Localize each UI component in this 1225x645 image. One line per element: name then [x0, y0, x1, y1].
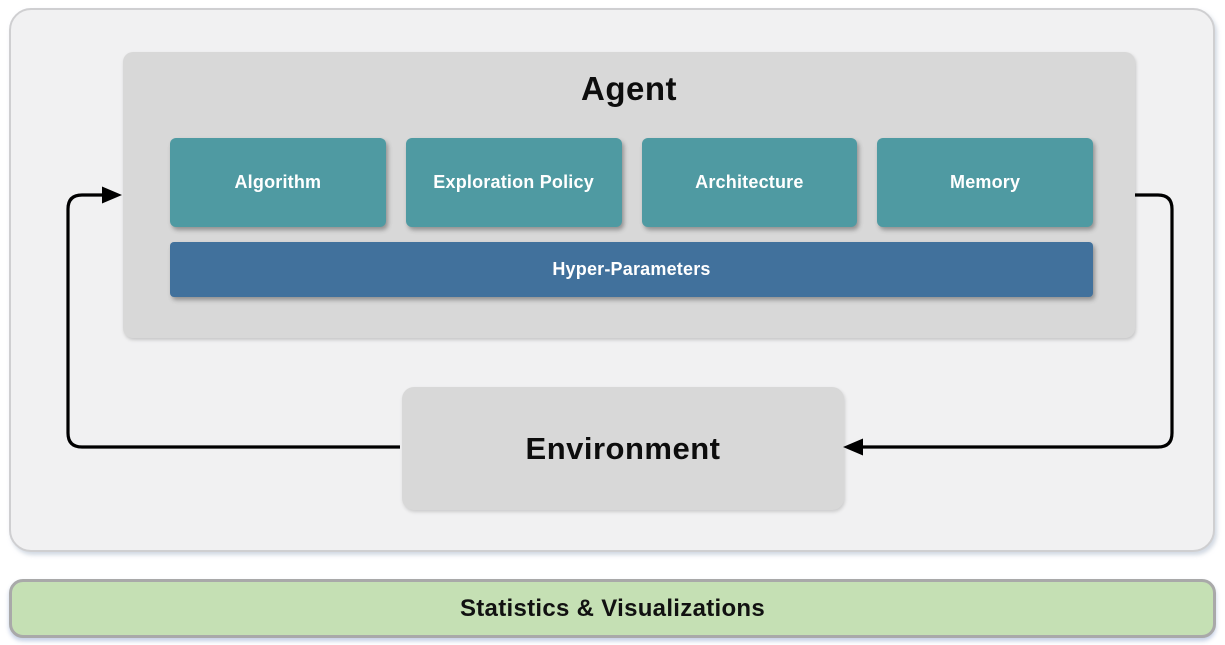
module-algorithm-label: Algorithm: [234, 172, 322, 192]
module-memory: Memory: [877, 138, 1093, 227]
environment-box: Environment: [402, 387, 844, 510]
statistics-visualizations-bar: Statistics & Visualizations: [9, 579, 1216, 638]
statistics-visualizations-label: Statistics & Visualizations: [459, 594, 766, 622]
module-exploration-policy: Exploration Policy: [405, 138, 622, 227]
module-algorithm: Algorithm: [170, 138, 386, 227]
hyper-parameters-label: Hyper-Parameters: [552, 259, 711, 279]
agent-modules-row: Algorithm Exploration Policy Architectur…: [170, 138, 1093, 227]
agent-panel: Agent Algorithm Exploration Policy Archi…: [123, 52, 1135, 338]
module-architecture: Architecture: [641, 138, 858, 227]
hyper-parameters-bar: Hyper-Parameters: [170, 242, 1093, 297]
environment-label: Environment: [525, 430, 721, 466]
module-memory-label: Memory: [950, 172, 1021, 192]
agent-title: Agent: [581, 70, 677, 107]
module-exploration-policy-label: Exploration Policy: [433, 172, 594, 192]
training-loop-panel: Agent Algorithm Exploration Policy Archi…: [9, 8, 1215, 552]
module-architecture-label: Architecture: [695, 172, 804, 192]
